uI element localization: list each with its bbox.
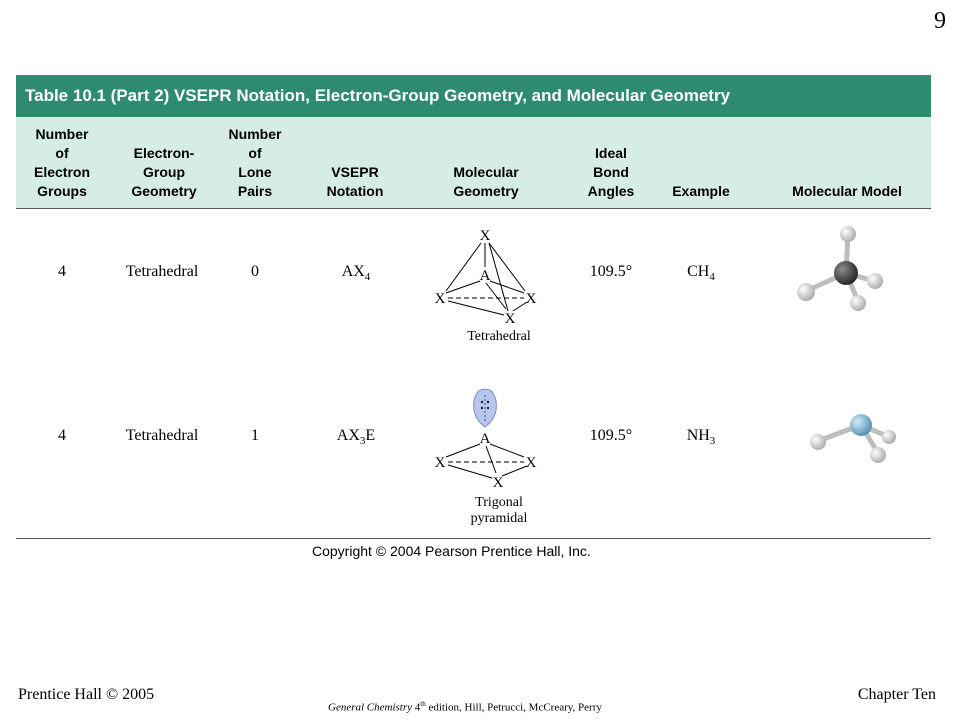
methane-model [797,226,883,311]
cell-example: CH4 [687,263,715,283]
header-molecular-model: Molecular Model [792,183,902,199]
svg-text:X: X [526,291,537,307]
cell-groups: 4 [58,263,66,280]
svg-text:X: X [480,228,491,244]
footer-citation: General Chemistry 4th edition, Hill, Pet… [328,700,602,714]
header-bond-angles: Ideal Bond Angles [587,145,635,199]
svg-text:X: X [435,291,446,307]
svg-text:A: A [480,268,491,284]
table-row: 4 Tetrahedral 1 AX3E A X X X [16,369,931,539]
hydrogen-atom [882,430,896,444]
svg-text:X: X [526,455,537,471]
molecular-geometry-label: Tetrahedral [467,329,531,344]
header-electron-group-geometry: Electron- Group Geometry [131,145,197,199]
cell-bond-angle: 109.5° [589,427,633,444]
cell-example: NH3 [686,427,716,447]
trigonal-pyramidal-diagram: A X X X [435,388,537,491]
hydrogen-atom [840,226,856,242]
table-title: Table 10.1 (Part 2) VSEPR Notation, Elec… [16,75,931,117]
cell-geometry: Tetrahedral [125,263,199,280]
cell-geometry: Tetrahedral [125,427,199,444]
hydrogen-atom [810,434,826,450]
table-header: Number of Electron Groups Electron- Grou… [16,117,931,209]
header-molecular-geometry: Molecular Geometry [453,164,519,199]
hydrogen-atom [870,447,886,463]
cell-bond-angle: 109.5° [589,263,633,280]
cell-lone-pairs: 1 [251,427,259,444]
cell-notation: AX4 [341,263,371,283]
svg-text:X: X [493,475,504,491]
footer-chapter: Chapter Ten [857,686,936,703]
header-vsepr-notation: VSEPR Notation [326,164,384,199]
header-lone-pairs: Number of Lone Pairs [228,126,282,199]
hydrogen-atom [850,295,866,311]
header-example: Example [672,183,730,199]
cell-lone-pairs: 0 [251,263,259,280]
table-bottom-rule [16,538,931,539]
vsepr-table: Table 10.1 (Part 2) VSEPR Notation, Elec… [16,75,931,539]
molecular-geometry-label: Trigonal pyramidal [470,495,528,526]
header-electron-groups: Number of Electron Groups [33,126,90,199]
svg-text:X: X [435,455,446,471]
ammonia-model [810,414,896,463]
hydrogen-atom [797,283,815,301]
svg-text:A: A [480,431,491,447]
tetrahedral-diagram: X A X X X [435,228,537,327]
svg-text:X: X [505,311,516,327]
carbon-atom [834,261,858,285]
footer-publisher: Prentice Hall © 2005 [18,686,155,703]
page-number: 9 [934,8,946,34]
cell-groups: 4 [58,427,66,444]
cell-notation: AX3E [336,427,376,447]
copyright-notice: Copyright © 2004 Pearson Prentice Hall, … [312,543,591,559]
table-row: 4 Tetrahedral 0 AX4 X A X X X [16,209,931,369]
hydrogen-atom [867,273,883,289]
nitrogen-atom [850,414,872,436]
